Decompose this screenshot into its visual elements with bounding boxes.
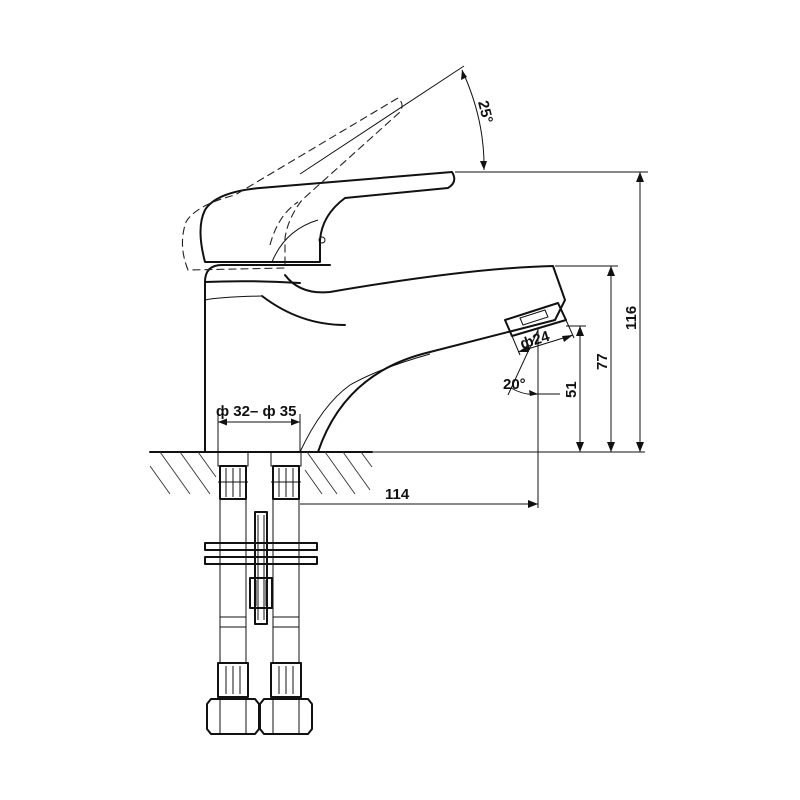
faucet-body — [204, 264, 566, 453]
outlet-angle-label: 20° — [503, 376, 526, 393]
height-51-label: 51 — [563, 381, 580, 398]
height-77-dimension: 77 — [555, 265, 618, 452]
height-116-label: 116 — [623, 306, 640, 330]
aerator-diameter-dimension: ф24 — [511, 319, 575, 356]
mounting-stud — [204, 511, 318, 625]
aerator-diameter-label: ф24 — [518, 328, 552, 353]
height-116-dimension: 116 — [455, 171, 648, 452]
hole-diameter-dimension: ф 32– ф 35 — [216, 403, 301, 452]
hole-diameter-label: ф 32– ф 35 — [216, 403, 296, 420]
countertop — [149, 451, 645, 495]
angle-25-label: 25° — [474, 99, 496, 125]
reach-114-dimension: 114 — [300, 486, 538, 508]
supply-hose-left — [206, 451, 260, 735]
countertop-hatching — [149, 451, 373, 495]
outlet-angle-dimension: 20° — [503, 328, 560, 508]
reach-114-label: 114 — [385, 486, 410, 503]
lever-handle — [199, 171, 456, 263]
height-77-label: 77 — [594, 353, 611, 370]
height-51-dimension: 51 — [563, 325, 586, 452]
lever-raised-dashed — [181, 97, 403, 271]
angle-25-dimension: 25° — [299, 65, 496, 175]
supply-hose-right — [259, 451, 313, 735]
